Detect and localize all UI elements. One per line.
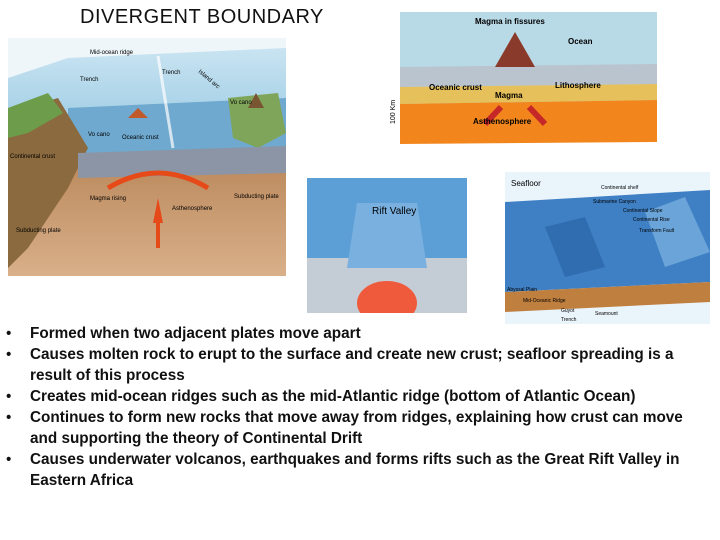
asthenosphere-top-label: Asthenosphere (473, 117, 532, 126)
depth-label: 100 Km (390, 100, 397, 124)
rift-valley-label: Rift Valley (372, 206, 416, 217)
trench-right-label: Trench (162, 70, 180, 76)
continental-crust-label: Continental crust (10, 154, 55, 160)
bullet-item: •Creates mid-ocean ridges such as the mi… (6, 388, 636, 405)
bullet-marker: • (6, 388, 12, 405)
magma-fissure-diagram: Magma in fissures Ocean Oceanic crust Li… (390, 12, 657, 144)
magma-rising-label: Magma rising (90, 196, 126, 202)
bullet-item: •Causes molten rock to erupt to the surf… (6, 346, 674, 384)
ocean-label: Ocean (568, 37, 593, 46)
trench-left-label: Trench (80, 77, 98, 83)
bullet-marker: • (6, 325, 12, 342)
guyot-label: Guyot (561, 308, 575, 314)
oceanic-crust-label: Oceanic crust (122, 135, 159, 141)
subducting-plate-right-label: Subducting plate (234, 194, 279, 200)
seamount-label: Seamount (595, 311, 618, 317)
rift-valley-diagram: Rift Valley (307, 178, 467, 313)
asthenosphere-label: Asthenosphere (172, 206, 213, 212)
seafloor-diagram: Seafloor Continental shelf Submarine Can… (505, 172, 710, 324)
bullet-item: •Causes underwater volcanos, earthquakes… (6, 451, 680, 489)
mid-oceanic-ridge-label: Mid-Oceanic Ridge (523, 298, 566, 304)
transform-fault-label: Transform Fault (639, 228, 675, 234)
abyssal-plain-label: Abyssal Plain (507, 287, 537, 293)
subducting-plate-left-label: Subducting plate (16, 228, 61, 234)
magma-in-fissures-label: Magma in fissures (475, 17, 545, 26)
continental-slope-label: Continental Slope (623, 208, 663, 214)
volcano-left-label: Vo cano (88, 132, 110, 138)
bullet-marker: • (6, 346, 12, 363)
seafloor-title: Seafloor (511, 179, 541, 188)
bullet-item: •Formed when two adjacent plates move ap… (6, 325, 361, 342)
bullet-marker: • (6, 451, 12, 468)
lithosphere-label: Lithosphere (555, 81, 601, 90)
mid-ocean-ridge-label: Mid-ocean ridge (90, 50, 134, 56)
bullet-list: •Formed when two adjacent plates move ap… (6, 323, 714, 491)
oceanic-crust-top-label: Oceanic crust (429, 83, 482, 92)
continental-shelf-label: Continental shelf (601, 185, 639, 191)
bullet-item: •Continues to form new rocks that move a… (6, 409, 683, 447)
volcano-right-label: Vo cano (230, 100, 252, 106)
slide-title: DIVERGENT BOUNDARY (80, 6, 324, 28)
magma-label: Magma (495, 91, 523, 100)
bullet-marker: • (6, 409, 12, 426)
trench-seafloor-label: Trench (561, 317, 577, 323)
continental-rise-label: Continental Rise (633, 217, 670, 223)
plate-boundary-diagram: Mid-ocean ridge Island arc Trench Trench… (8, 38, 286, 276)
submarine-canyon-label: Submarine Canyon (593, 199, 636, 205)
